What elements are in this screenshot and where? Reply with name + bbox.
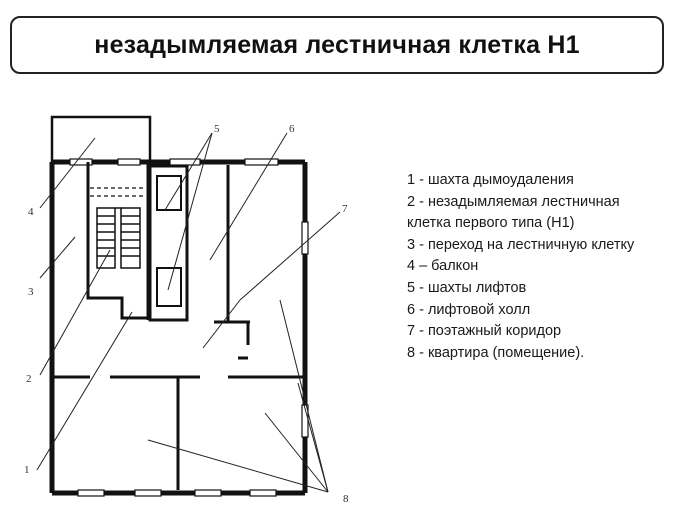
leader-lines [36, 132, 341, 493]
legend-item: 1 - шахта дымоудаления [407, 172, 574, 188]
legend-item: 8 - квартира (помещение). [407, 344, 585, 361]
callout-7: 7 [342, 203, 348, 215]
legend-item: 6 - лифтовой холл [407, 301, 531, 318]
balcony [50, 115, 152, 162]
callout-8: 8 [343, 493, 349, 505]
legend-item: 3 - переход на лестничную клетку [407, 236, 635, 253]
stair-flights [96, 207, 141, 269]
windows [69, 158, 309, 497]
callout-3: 3 [28, 286, 34, 298]
callout-labels: 4 3 2 1 5 6 7 8 [24, 123, 349, 505]
inner-walls [54, 162, 303, 490]
legend-item: 4 – балкон [407, 258, 479, 275]
callout-2: 2 [26, 373, 32, 385]
callout-4: 4 [28, 206, 34, 218]
legend-item: 5 - шахты лифтов [407, 279, 527, 296]
callout-6: 6 [289, 123, 295, 135]
callout-5: 5 [214, 123, 220, 135]
legend-item: клетка первого типа (Н1) [407, 215, 575, 232]
legend: 1 - шахта дымоудаления 2 - незадымляемая… [407, 170, 672, 364]
callout-1: 1 [24, 464, 30, 476]
title-box: незадымляемая лестничная клетка Н1 [10, 16, 664, 74]
page-title: незадымляемая лестничная клетка Н1 [94, 30, 580, 59]
legend-item: 7 - поэтажный коридор [407, 323, 562, 340]
elevator-cars [156, 175, 182, 307]
legend-item: 2 - незадымляемая лестничная [407, 193, 620, 210]
stair-landing [90, 187, 146, 197]
